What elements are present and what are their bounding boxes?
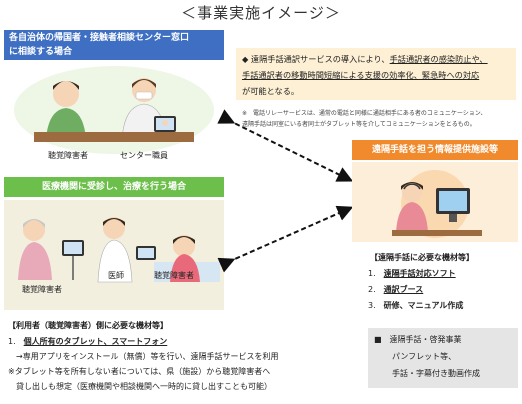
facility-header: 遠隔手話を担う情報提供施設等 <box>352 140 518 160</box>
arrow-case2-to-facility <box>217 205 354 273</box>
user-item-1: 1. 個人所有のタブレット、スマートフォン <box>8 334 279 349</box>
person-left-head <box>53 81 79 107</box>
interpreter-head <box>402 182 422 202</box>
footnote-line-2: 遠隔手話は同室にいる者同士がタブレット等を介してコミュニケーションをとるもの。 <box>242 121 476 128</box>
promotion-line-1: ■ 遠隔手話・啓発事業 <box>374 335 462 344</box>
equipment-item-3: 3. 研修、マニュアル作成 <box>368 298 463 314</box>
tablet-interpreter-icon <box>162 120 168 126</box>
equipment-item-number: 2. <box>368 285 376 294</box>
note-line-2: 手話通訳者の移動時間短縮による支援の効率化、緊急時への対応 <box>242 70 480 80</box>
interpreter-scene-illustration <box>392 170 482 238</box>
promotion-line-2: パンフレット等、 <box>392 352 457 361</box>
case1-illustration: 聴覚障害者 センター職員 <box>4 60 224 172</box>
note-line-1-b: 手話通訳者の感染防止や、 <box>389 54 488 64</box>
case2-caption-patient: 聴覚障害者 <box>154 271 194 280</box>
case2-illustration: 医師 聴覚障害者 聴覚障害者 <box>4 200 224 310</box>
equipment-item-1: 1. 遠隔手話対応ソフト <box>368 266 463 282</box>
case1-caption-right: センター職員 <box>120 151 168 160</box>
note-line-3: が可能となる。 <box>242 86 300 96</box>
user-item-number: 1. <box>8 337 16 346</box>
case1-header-line1: 各自治体の帰国者・接触者相談センター窓口 <box>9 33 190 43</box>
case1-header: 各自治体の帰国者・接触者相談センター窓口 に相談する場合 <box>4 30 224 60</box>
elderly-person-body <box>18 242 52 280</box>
benefit-note-box: ◆ 遠隔手話通訳サービスの導入により、手話通訳者の感染防止や、 手話通訳者の移動… <box>236 48 516 100</box>
user-item-text: 個人所有のタブレット、スマートフォン <box>23 337 168 346</box>
tablet-screen <box>138 248 154 258</box>
equipment-item-text: 遠隔手話対応ソフト <box>383 269 456 278</box>
footnote: ※ 電話リレーサービスは、通常の電話と同様に通話相手にある者のコミュニケーション… <box>242 108 522 130</box>
elderly-person-head <box>23 219 45 241</box>
person-right-hair <box>132 79 156 88</box>
desk-shape <box>34 132 194 142</box>
user-line-2: →専用アプリをインストール（無償）等を行い、遠隔手話サービスを利用 <box>16 352 279 361</box>
monitor-screen <box>439 191 467 211</box>
user-equipment-list: 1. 個人所有のタブレット、スマートフォン →専用アプリをインストール（無償）等… <box>8 334 279 394</box>
case1-header-line2: に相談する場合 <box>9 47 73 57</box>
user-line-4: 貸し出しも想定（医療機関や相談機関へ一時的に貸し出すことも可能） <box>16 382 272 391</box>
tablet-screen <box>64 242 82 254</box>
elderly-person-hair <box>23 219 45 228</box>
doctor-hair <box>103 218 125 226</box>
note-line-1-a: 遠隔手話通訳サービスの導入により、 <box>250 54 390 64</box>
patient-body <box>170 254 200 282</box>
hospital-scene-illustration <box>4 200 224 310</box>
promotion-line-3: 手話・字幕付き動画作成 <box>392 369 480 378</box>
promotion-box: ■ 遠隔手話・啓発事業 パンフレット等、 手話・字幕付き動画作成 <box>368 328 518 388</box>
mask-icon <box>135 91 153 100</box>
user-line-3: ※タブレット等を所有しない者については、県（施設）から聴覚障害者へ <box>8 367 271 376</box>
equipment-item-text: 通訳ブース <box>383 285 424 294</box>
diamond-bullet-icon: ◆ <box>242 54 249 64</box>
equipment-list: 1. 遠隔手話対応ソフト 2. 通訳ブース 3. 研修、マニュアル作成 <box>368 266 463 314</box>
equipment-item-2: 2. 通訳ブース <box>368 282 463 298</box>
interpreter-body <box>396 202 428 232</box>
headset-icon <box>403 183 421 190</box>
patient-hair <box>173 236 195 244</box>
arrow-case1-to-facility <box>217 109 354 182</box>
doctor-coat <box>97 239 133 283</box>
case2-caption-left: 聴覚障害者 <box>22 285 62 294</box>
equipment-item-text: 研修、マニュアル作成 <box>383 301 464 310</box>
doctor-head <box>103 217 125 239</box>
desk-shape <box>392 230 482 236</box>
patient-head <box>173 235 195 257</box>
user-equipment-title: 【利用者（聴覚障害者）側に必要な機材等】 <box>8 321 168 330</box>
facility-illustration <box>352 162 518 242</box>
person-left-hair <box>53 81 79 90</box>
equipment-item-number: 1. <box>368 269 376 278</box>
equipment-item-number: 3. <box>368 301 376 310</box>
note-line-1: ◆ 遠隔手話通訳サービスの導入により、手話通訳者の感染防止や、 <box>242 51 510 67</box>
equipment-title: 【遠隔手話に必要な機材等】 <box>370 253 474 262</box>
interpreter-hair <box>401 182 423 190</box>
case2-header: 医療機関に受診し、治療を行う場合 <box>4 177 224 197</box>
page-title: ＜事業実施イメージ＞ <box>181 4 341 22</box>
footnote-line-1: ※ 電話リレーサービスは、通常の電話と同様に通話相手にある者のコミュニケーション… <box>242 110 487 117</box>
case1-caption-left: 聴覚障害者 <box>48 151 88 160</box>
monitor-stand <box>449 214 457 222</box>
case2-caption-doctor: 医師 <box>108 271 124 280</box>
consultation-scene-illustration <box>14 66 214 154</box>
